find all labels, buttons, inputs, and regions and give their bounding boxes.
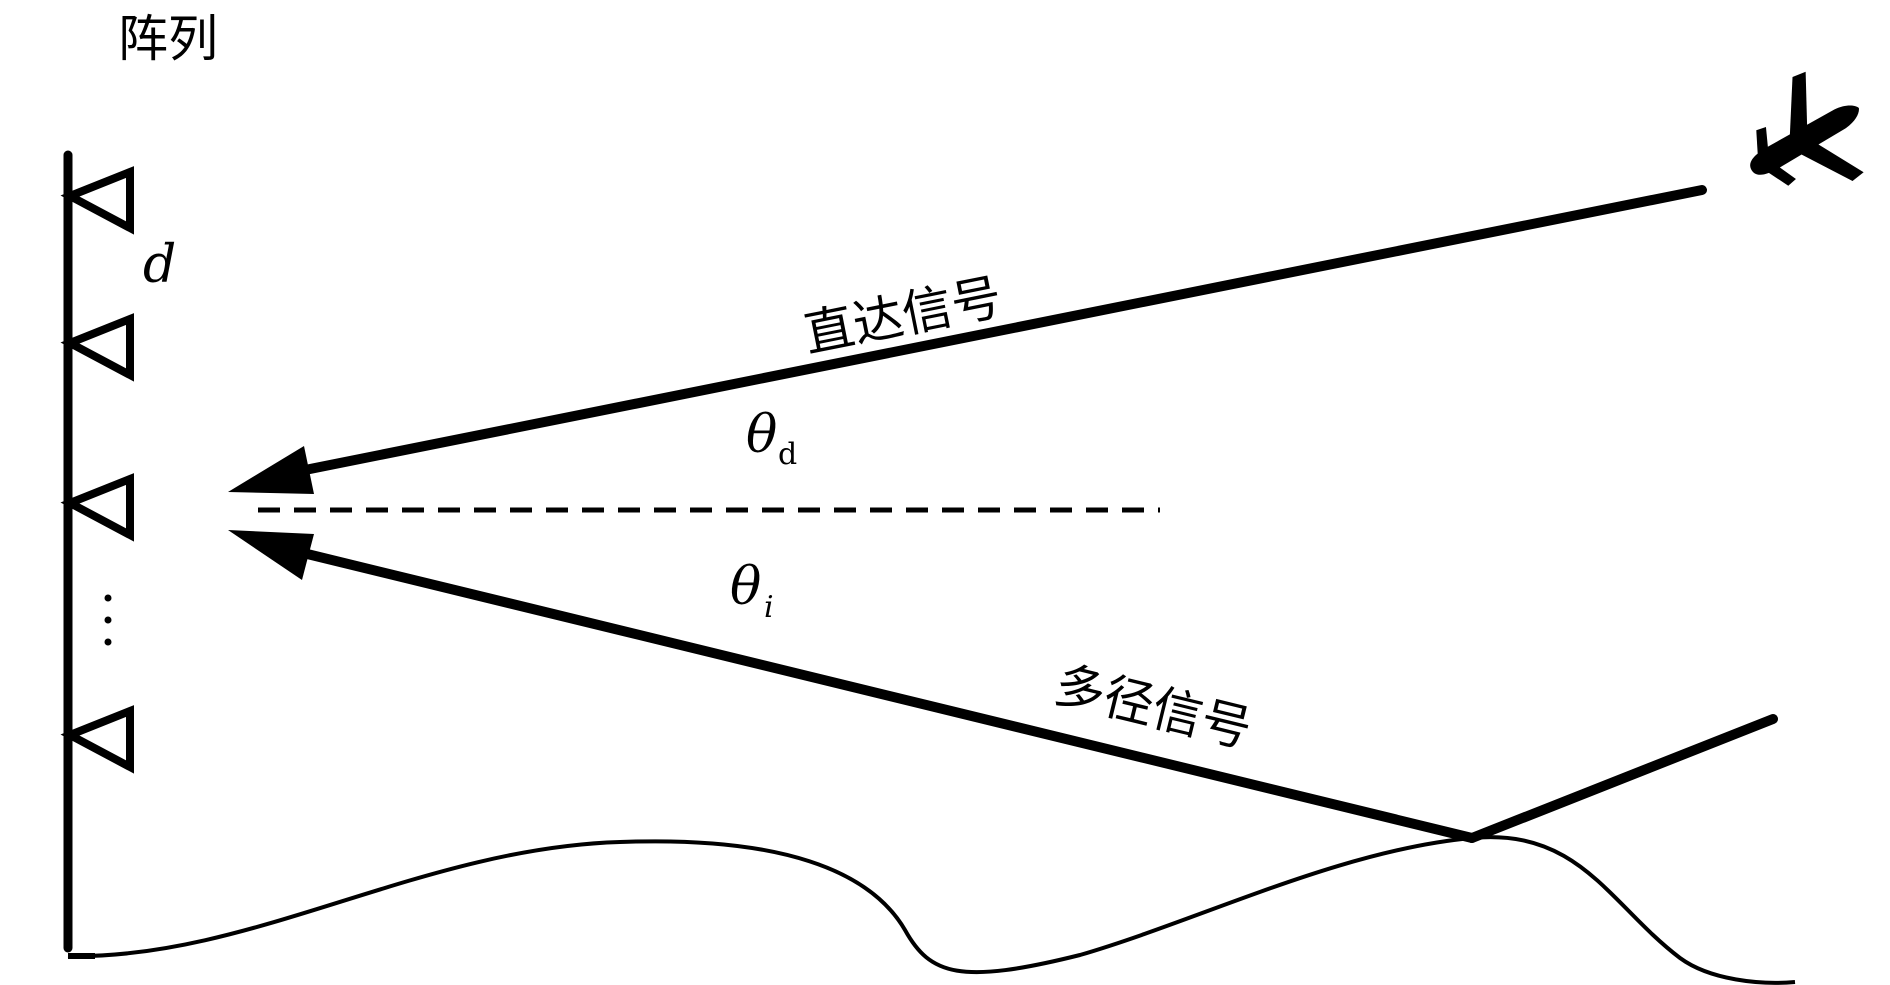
antenna-elements: [60, 166, 134, 774]
vertical-ellipsis: [104, 594, 112, 646]
reflected-incident-ray: [1467, 714, 1778, 843]
theta-multipath-subscript: i: [764, 590, 774, 625]
theta-direct-subscript: d: [778, 437, 797, 472]
airplane-icon: [1750, 71, 1864, 186]
element-spacing-label: d: [143, 235, 176, 295]
theta-direct-symbol: θ: [746, 405, 777, 465]
direct-signal-arrowhead: [228, 446, 314, 494]
theta-direct-label: θ d: [746, 405, 797, 472]
multipath-signal-arrowhead: [228, 530, 314, 580]
antenna-element-icon: [60, 705, 134, 774]
antenna-element-icon: [60, 313, 134, 382]
ground-terrain: [67, 835, 1796, 985]
antenna-element-icon: [60, 473, 134, 542]
antenna-element-icon: [60, 166, 134, 235]
array-title: 阵列: [118, 10, 218, 68]
direct-signal-ray: [290, 185, 1707, 477]
theta-multipath-symbol: θ: [730, 557, 761, 617]
theta-multipath-label: θ i: [730, 557, 774, 625]
multipath-signal-ray: [290, 546, 1477, 843]
